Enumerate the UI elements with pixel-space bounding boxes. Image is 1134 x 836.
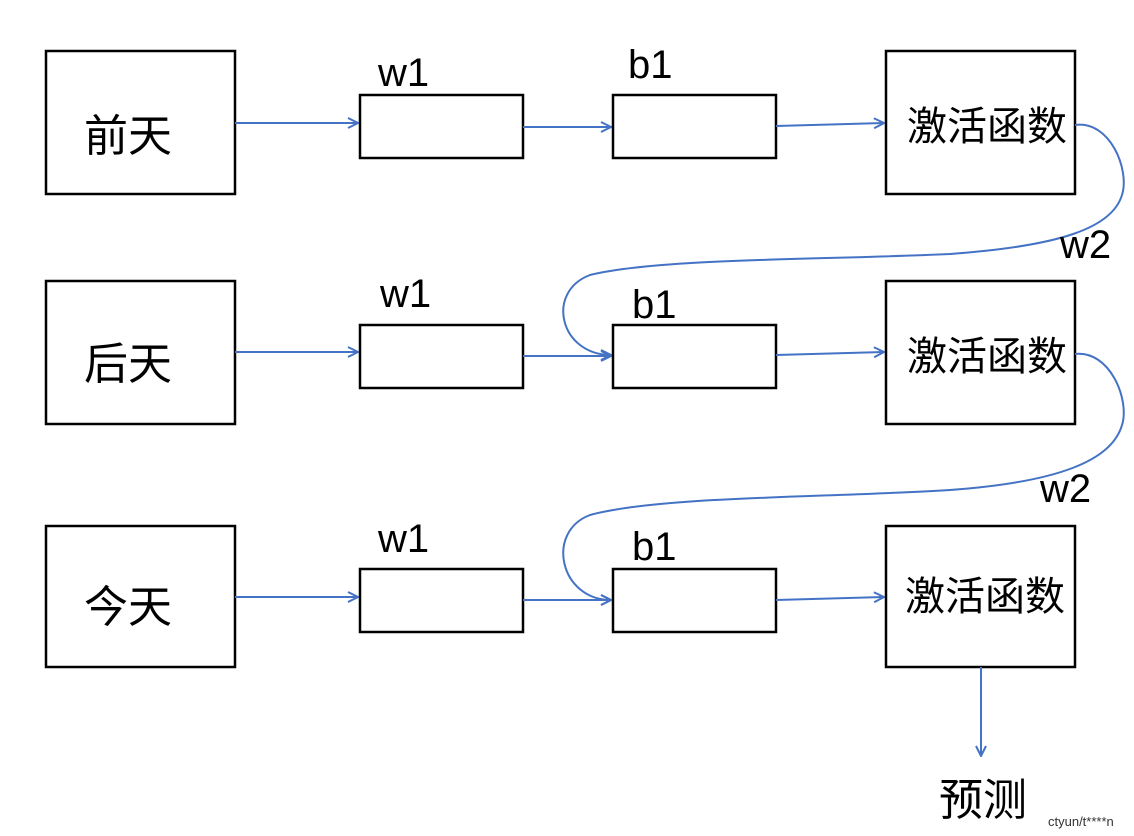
b1-box-1 — [611, 93, 778, 160]
w1-label-3: w1 — [377, 517, 429, 561]
input-box-2 — [44, 279, 237, 426]
activation-box-3 — [884, 524, 1077, 669]
recurrent-label-2: w2 — [1039, 467, 1091, 511]
b1-label-1: b1 — [628, 43, 673, 87]
arrow-b1-to-activation-3 — [775, 597, 884, 600]
recurrent-label-1: w2 — [1059, 223, 1111, 267]
input-label-1: 前天 — [84, 111, 172, 162]
recurrent-arrow-2 — [562, 352, 1125, 600]
input-label-3: 今天 — [84, 582, 172, 633]
arrow-b1-to-activation-1 — [775, 123, 884, 126]
arrow-b1-to-activation-2 — [775, 352, 884, 355]
input-box-3 — [44, 524, 237, 669]
output-label: 预测 — [939, 775, 1027, 826]
activation-label-2: 激活函数 — [907, 334, 1067, 380]
activation-box-1 — [884, 49, 1077, 196]
recurrent-arrow-1 — [562, 123, 1125, 355]
row-2: 后天 w1 b1 激活函数 — [44, 272, 1077, 426]
b1-box-2 — [611, 323, 778, 390]
b1-label-2: b1 — [632, 283, 677, 327]
activation-box-2 — [884, 279, 1077, 426]
b1-label-3: b1 — [632, 525, 677, 569]
input-label-2: 后天 — [84, 339, 172, 390]
watermark: ctyun/t****n — [1048, 814, 1114, 829]
activation-label-1: 激活函数 — [907, 104, 1067, 150]
w1-label-1: w1 — [377, 51, 429, 95]
input-box-1 — [44, 49, 237, 196]
row-3: 今天 w1 b1 激活函数 — [44, 517, 1077, 669]
w1-label-2: w1 — [379, 272, 431, 316]
w1-box-1 — [358, 93, 525, 160]
row-1: 前天 w1 b1 激活函数 — [44, 43, 1077, 196]
w1-box-3 — [358, 567, 525, 634]
activation-label-3: 激活函数 — [905, 574, 1065, 620]
b1-box-3 — [611, 567, 778, 634]
w1-box-2 — [358, 323, 525, 390]
